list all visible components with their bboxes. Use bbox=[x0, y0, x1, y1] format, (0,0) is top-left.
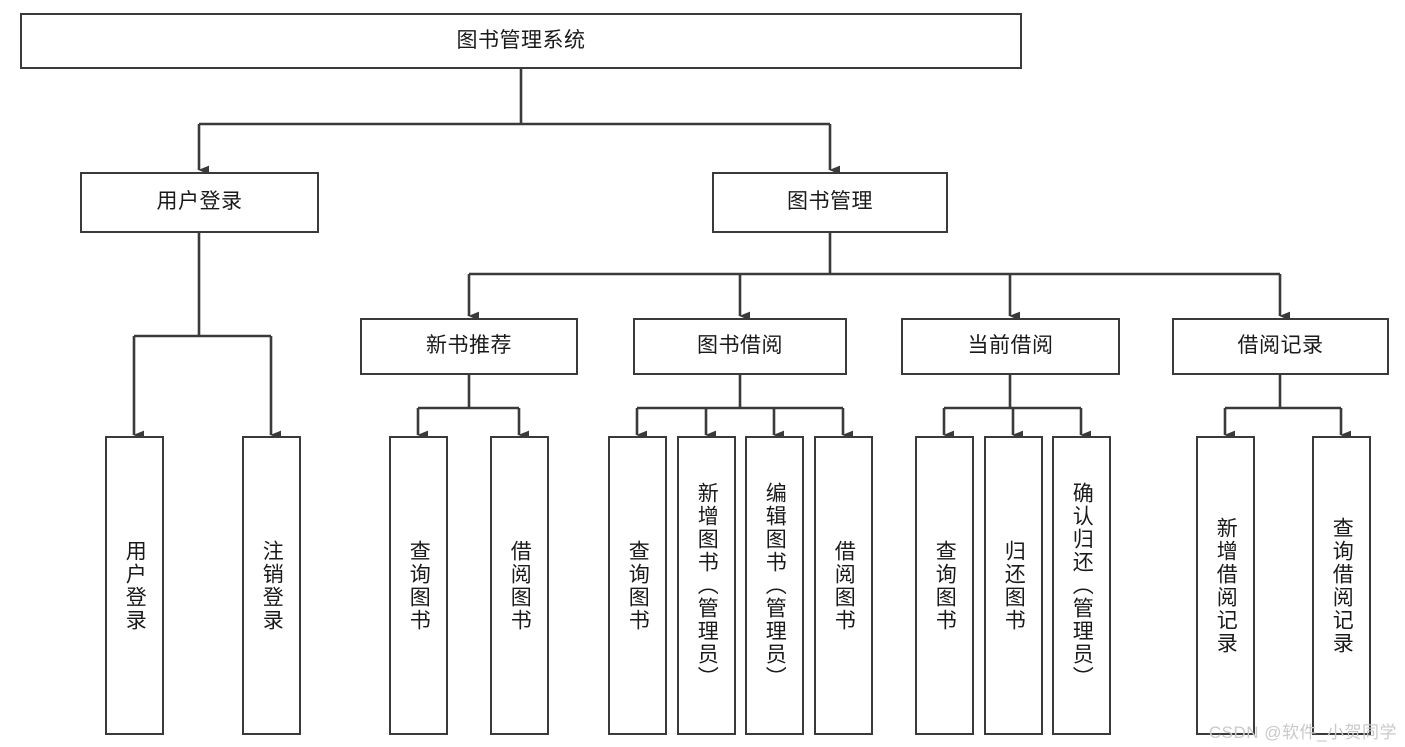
node-leaf-add-record-label: 新增借阅记录 bbox=[1214, 516, 1238, 655]
node-book-management-label: 图书管理 bbox=[787, 190, 873, 214]
node-leaf-add-book-label: 新增图书（管理员） bbox=[695, 482, 719, 689]
node-leaf-query-book-2[interactable]: 查询图书 bbox=[608, 436, 667, 735]
node-root-label: 图书管理系统 bbox=[456, 28, 586, 52]
node-book-borrow[interactable]: 图书借阅 bbox=[633, 318, 847, 375]
node-leaf-query-record[interactable]: 查询借阅记录 bbox=[1312, 436, 1371, 735]
node-leaf-borrow-book-1[interactable]: 借阅图书 bbox=[490, 436, 549, 735]
node-borrow-record-label: 借阅记录 bbox=[1237, 334, 1324, 358]
node-leaf-query-book-1-label: 查询图书 bbox=[407, 539, 431, 632]
node-book-management[interactable]: 图书管理 bbox=[712, 172, 948, 233]
node-leaf-return-book[interactable]: 归还图书 bbox=[984, 436, 1043, 735]
node-leaf-edit-book[interactable]: 编辑图书（管理员） bbox=[745, 436, 804, 735]
node-leaf-borrow-book-2[interactable]: 借阅图书 bbox=[814, 436, 873, 735]
node-leaf-query-book-2-label: 查询图书 bbox=[626, 539, 650, 632]
node-borrow-record[interactable]: 借阅记录 bbox=[1172, 318, 1389, 375]
watermark: CSDN @软件_小贺同学 bbox=[1208, 723, 1397, 742]
node-leaf-query-book-1[interactable]: 查询图书 bbox=[389, 436, 448, 735]
node-new-book-recommend-label: 新书推荐 bbox=[426, 334, 512, 358]
node-leaf-return-book-label: 归还图书 bbox=[1002, 539, 1026, 632]
node-leaf-confirm-return[interactable]: 确认归还（管理员） bbox=[1052, 436, 1111, 735]
node-book-borrow-label: 图书借阅 bbox=[697, 334, 783, 358]
node-leaf-user-login-label: 用户登录 bbox=[123, 539, 147, 632]
node-leaf-user-login[interactable]: 用户登录 bbox=[105, 436, 164, 735]
node-user-login[interactable]: 用户登录 bbox=[80, 172, 319, 233]
node-current-borrow-label: 当前借阅 bbox=[967, 334, 1054, 358]
node-root[interactable]: 图书管理系统 bbox=[20, 13, 1022, 69]
node-new-book-recommend[interactable]: 新书推荐 bbox=[360, 318, 578, 375]
node-leaf-add-book[interactable]: 新增图书（管理员） bbox=[677, 436, 736, 735]
node-user-login-label: 用户登录 bbox=[156, 190, 243, 214]
node-leaf-logout[interactable]: 注销登录 bbox=[242, 436, 301, 735]
node-leaf-add-record[interactable]: 新增借阅记录 bbox=[1196, 436, 1255, 735]
node-leaf-edit-book-label: 编辑图书（管理员） bbox=[763, 482, 787, 689]
node-leaf-confirm-return-label: 确认归还（管理员） bbox=[1070, 482, 1094, 689]
node-leaf-borrow-book-1-label: 借阅图书 bbox=[508, 539, 532, 632]
node-leaf-logout-label: 注销登录 bbox=[260, 539, 284, 632]
node-leaf-query-book-3[interactable]: 查询图书 bbox=[915, 436, 974, 735]
node-leaf-query-record-label: 查询借阅记录 bbox=[1330, 516, 1354, 655]
node-leaf-borrow-book-2-label: 借阅图书 bbox=[832, 539, 856, 632]
node-current-borrow[interactable]: 当前借阅 bbox=[901, 318, 1120, 375]
node-leaf-query-book-3-label: 查询图书 bbox=[933, 539, 957, 632]
